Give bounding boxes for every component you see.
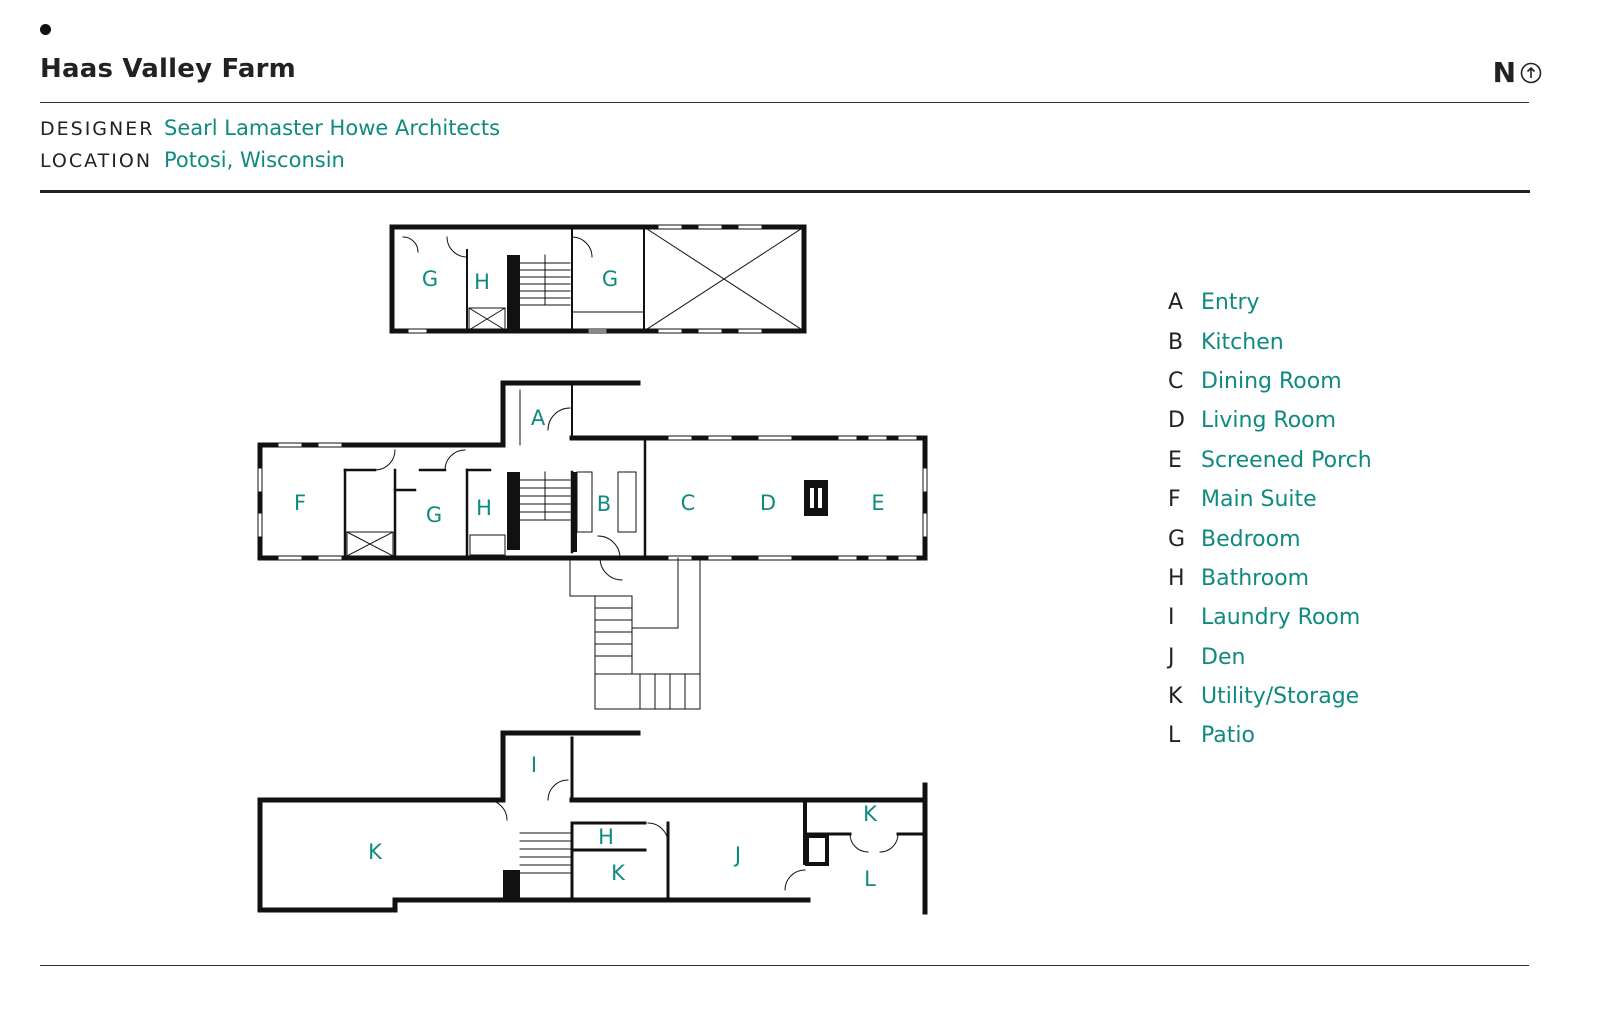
- legend-key: A: [1168, 290, 1184, 316]
- legend-item: D Living Room: [1168, 401, 1372, 440]
- legend-key: I: [1168, 605, 1175, 631]
- upper-floor-plan: [389, 224, 807, 334]
- legend-key: C: [1168, 368, 1184, 394]
- legend-item: E Screened Porch: [1168, 441, 1372, 480]
- legend-key: J: [1168, 644, 1175, 670]
- label-utility-storage-2: K: [611, 861, 626, 885]
- label-entry: A: [531, 406, 546, 430]
- designer-key: DESIGNER: [40, 118, 155, 140]
- legend-label: Patio: [1201, 723, 1255, 749]
- legend-label: Screened Porch: [1201, 447, 1372, 473]
- legend-item: H Bathroom: [1168, 559, 1372, 598]
- legend-label: Kitchen: [1201, 329, 1284, 355]
- legend-label: Utility/Storage: [1201, 684, 1360, 710]
- header-divider: [40, 102, 1529, 103]
- label-upper-bedroom-1: G: [422, 267, 438, 291]
- footer-divider: [40, 965, 1529, 966]
- room-legend: A Entry B Kitchen C Dining Room D Living Roo…: [1168, 283, 1372, 756]
- legend-key: G: [1168, 526, 1186, 552]
- label-lower-bathroom: H: [598, 825, 614, 849]
- legend-key: B: [1168, 329, 1184, 355]
- legend-key: F: [1168, 487, 1181, 513]
- label-patio: L: [864, 867, 876, 891]
- label-utility-storage-1: K: [368, 840, 383, 864]
- bullet-dot: [40, 24, 51, 35]
- legend-item: L Patio: [1168, 716, 1372, 755]
- north-label: N: [1492, 56, 1516, 89]
- legend-key: K: [1168, 684, 1183, 710]
- north-indicator: N: [1493, 56, 1542, 89]
- legend-item: B Kitchen: [1168, 322, 1372, 361]
- label-dining-room: C: [681, 491, 696, 515]
- lower-floor-plan: [257, 730, 928, 915]
- legend-label: Main Suite: [1201, 487, 1317, 513]
- legend-item: I Laundry Room: [1168, 598, 1372, 637]
- legend-item: K Utility/Storage: [1168, 677, 1372, 716]
- label-utility-storage-3: K: [863, 802, 878, 826]
- label-den: J: [733, 843, 741, 867]
- meta-divider: [40, 190, 1530, 193]
- legend-key: H: [1168, 565, 1185, 591]
- legend-label: Dining Room: [1201, 368, 1342, 394]
- legend-label: Entry: [1201, 290, 1260, 316]
- location-value[interactable]: Potosi, Wisconsin: [164, 148, 345, 172]
- floor-plan-drawing: G H G A F G H B C D E I K H K J K L: [257, 224, 928, 915]
- legend-key: D: [1168, 408, 1185, 434]
- label-screened-porch: E: [871, 491, 884, 515]
- location-key: LOCATION: [40, 150, 153, 172]
- legend-label: Living Room: [1201, 408, 1337, 434]
- legend-item: A Entry: [1168, 283, 1372, 322]
- page-title: Haas Valley Farm: [40, 54, 296, 84]
- location-row: LOCATION Potosi, Wisconsin: [40, 148, 345, 172]
- legend-item: G Bedroom: [1168, 519, 1372, 558]
- label-laundry-room: I: [531, 753, 537, 777]
- label-main-suite: F: [294, 491, 306, 515]
- label-kitchen: B: [597, 492, 611, 516]
- north-arrow-icon: [1520, 62, 1542, 83]
- label-main-bedroom: G: [426, 503, 442, 527]
- label-main-bathroom: H: [476, 496, 492, 520]
- legend-item: F Main Suite: [1168, 480, 1372, 519]
- legend-label: Bathroom: [1201, 565, 1310, 591]
- label-upper-bathroom: H: [474, 270, 490, 294]
- legend-item: C Dining Room: [1168, 362, 1372, 401]
- designer-value[interactable]: Searl Lamaster Howe Architects: [164, 116, 501, 140]
- legend-label: Den: [1201, 644, 1246, 670]
- main-floor-plan: [257, 380, 928, 710]
- legend-label: Bedroom: [1201, 526, 1301, 552]
- label-upper-bedroom-2: G: [602, 267, 618, 291]
- legend-item: J Den: [1168, 638, 1372, 677]
- legend-key: E: [1168, 447, 1182, 473]
- label-living-room: D: [760, 491, 776, 515]
- legend-label: Laundry Room: [1201, 605, 1361, 631]
- legend-key: L: [1168, 723, 1181, 749]
- designer-row: DESIGNER Searl Lamaster Howe Architects: [40, 116, 500, 140]
